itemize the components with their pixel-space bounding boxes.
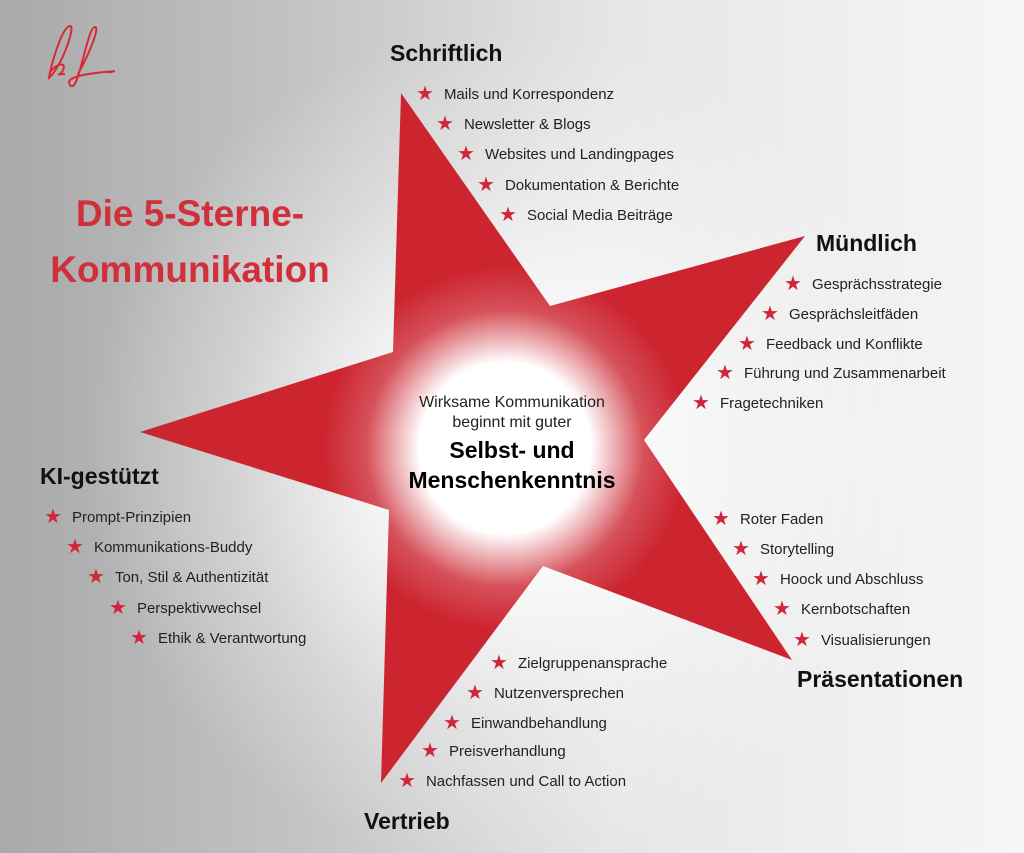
star-icon: ★ — [692, 392, 710, 414]
star-icon: ★ — [443, 712, 461, 734]
list-item: ★ Prompt-Prinzipien — [44, 507, 191, 527]
list-item: ★ Kernbotschaften — [773, 599, 910, 619]
star-icon: ★ — [87, 566, 105, 588]
item-label: Preisverhandlung — [448, 742, 566, 760]
list-item: ★ Perspektivwechsel — [109, 598, 261, 618]
list-item: ★ Hoock und Abschluss — [752, 569, 923, 589]
item-label: Nachfassen und Call to Action — [425, 772, 627, 790]
item-label: Prompt-Prinzipien — [71, 508, 192, 526]
star-polygon — [140, 93, 805, 783]
star-icon: ★ — [416, 83, 434, 105]
section-title-ki: KI-gestützt — [40, 463, 159, 489]
star-icon: ★ — [457, 143, 475, 165]
star-icon: ★ — [738, 333, 756, 355]
star-icon: ★ — [732, 538, 750, 560]
section-title-schriftlich: Schriftlich — [390, 40, 503, 66]
star-icon: ★ — [784, 273, 802, 295]
item-label: Fragetechniken — [719, 394, 824, 412]
star-icon: ★ — [436, 113, 454, 135]
section-title-muendlich: Mündlich — [816, 230, 917, 256]
title-line-2: Kommunikation — [50, 249, 330, 290]
list-item: ★ Einwandbehandlung — [443, 713, 607, 733]
item-label: Dokumentation & Berichte — [504, 176, 680, 194]
list-item: ★ Social Media Beiträge — [499, 205, 673, 225]
star-icon: ★ — [130, 627, 148, 649]
list-item: ★ Mails und Korrespondenz — [416, 84, 614, 104]
item-label: Mails und Korrespondenz — [443, 85, 615, 103]
star-icon: ★ — [421, 740, 439, 762]
item-label: Perspektivwechsel — [136, 599, 262, 617]
star-icon: ★ — [109, 597, 127, 619]
item-label: Visualisierungen — [820, 631, 931, 649]
center-line-4: Menschenkenntnis — [408, 467, 616, 493]
star-icon: ★ — [499, 204, 517, 226]
list-item: ★ Fragetechniken — [692, 393, 823, 413]
item-label: Einwandbehandlung — [470, 714, 607, 732]
list-item: ★ Preisverhandlung — [421, 741, 566, 761]
item-label: Storytelling — [759, 540, 835, 558]
star-icon: ★ — [490, 652, 508, 674]
list-item: ★ Nachfassen und Call to Action — [398, 771, 626, 791]
list-item: ★ Zielgruppenansprache — [490, 653, 667, 673]
star-icon: ★ — [66, 536, 84, 558]
item-label: Ethik & Verantwortung — [157, 629, 307, 647]
star-icon: ★ — [773, 598, 791, 620]
item-label: Websites und Landingpages — [484, 145, 674, 163]
star-icon: ★ — [398, 770, 416, 792]
page-title: Die 5-Sterne- Kommunikation — [20, 186, 360, 298]
list-item: ★ Gesprächsleitfäden — [761, 304, 918, 324]
item-label: Führung und Zusammenarbeit — [743, 364, 946, 382]
list-item: ★ Führung und Zusammenarbeit — [716, 363, 946, 383]
star-icon: ★ — [712, 508, 730, 530]
title-line-1: Die 5-Sterne- — [75, 193, 305, 234]
list-item: ★ Storytelling — [732, 539, 834, 559]
section-title-praesentationen: Präsentationen — [797, 666, 964, 692]
list-item: ★ Gesprächsstrategie — [784, 274, 942, 294]
star-icon: ★ — [44, 506, 62, 528]
center-line-1: Wirksame Kommunikation — [419, 394, 605, 411]
star-icon: ★ — [716, 362, 734, 384]
item-label: Gesprächsstrategie — [811, 275, 943, 293]
item-label: Nutzenversprechen — [493, 684, 625, 702]
list-item: ★ Websites und Landingpages — [457, 144, 674, 164]
list-item: ★ Visualisierungen — [793, 630, 931, 650]
item-label: Feedback und Konflikte — [765, 335, 923, 353]
section-title-vertrieb: Vertrieb — [364, 808, 450, 834]
item-label: Social Media Beiträge — [526, 206, 673, 224]
list-item: ★ Newsletter & Blogs — [436, 114, 591, 134]
list-item: ★ Feedback und Konflikte — [738, 334, 923, 354]
item-label: Newsletter & Blogs — [463, 115, 591, 133]
list-item: ★ Kommunikations-Buddy — [66, 537, 252, 557]
item-label: Hoock und Abschluss — [779, 570, 924, 588]
center-line-3: Selbst- und — [449, 437, 575, 463]
list-item: ★ Ethik & Verantwortung — [130, 628, 306, 648]
item-label: Gesprächsleitfäden — [788, 305, 919, 323]
center-line-2: beginnt mit guter — [452, 414, 572, 431]
item-label: Roter Faden — [739, 510, 824, 528]
star-icon: ★ — [793, 629, 811, 651]
list-item: ★ Dokumentation & Berichte — [477, 175, 679, 195]
item-label: Zielgruppenansprache — [517, 654, 668, 672]
star-icon: ★ — [477, 174, 495, 196]
list-item: ★ Ton, Stil & Authentizität — [87, 567, 268, 587]
item-label: Ton, Stil & Authentizität — [114, 568, 269, 586]
center-message: Wirksame Kommunikation beginnt mit guter… — [362, 393, 662, 495]
list-item: ★ Nutzenversprechen — [466, 683, 624, 703]
item-label: Kernbotschaften — [800, 600, 911, 618]
star-icon: ★ — [466, 682, 484, 704]
list-item: ★ Roter Faden — [712, 509, 823, 529]
item-label: Kommunikations-Buddy — [93, 538, 253, 556]
star-icon: ★ — [752, 568, 770, 590]
star-icon: ★ — [761, 303, 779, 325]
kf-logo — [47, 24, 115, 87]
